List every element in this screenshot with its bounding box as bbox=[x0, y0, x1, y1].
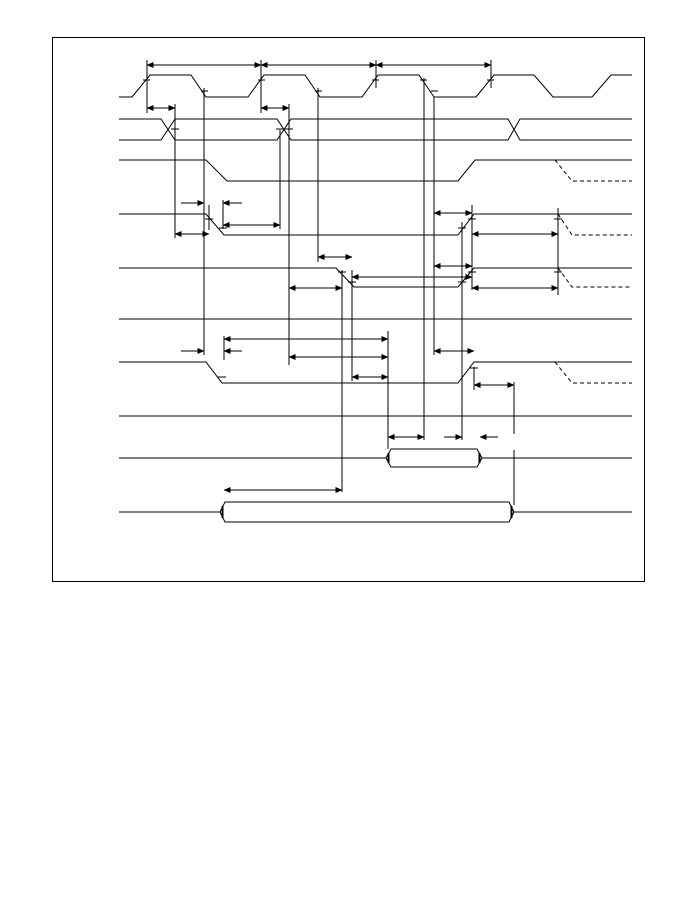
address-valid-waveform bbox=[119, 501, 632, 523]
signal-2-waveform bbox=[119, 213, 632, 236]
data-valid-waveform bbox=[119, 448, 632, 468]
timing-arrows bbox=[146, 62, 559, 493]
signal-3-waveform bbox=[119, 267, 632, 288]
reference-lines bbox=[146, 60, 559, 505]
diagram-frame bbox=[52, 37, 645, 582]
signal-5-waveform bbox=[119, 361, 632, 384]
bus-a-waveform bbox=[119, 118, 632, 141]
clock-waveform bbox=[119, 74, 632, 98]
signal-1-waveform bbox=[119, 159, 632, 182]
transition-markers bbox=[143, 79, 562, 378]
